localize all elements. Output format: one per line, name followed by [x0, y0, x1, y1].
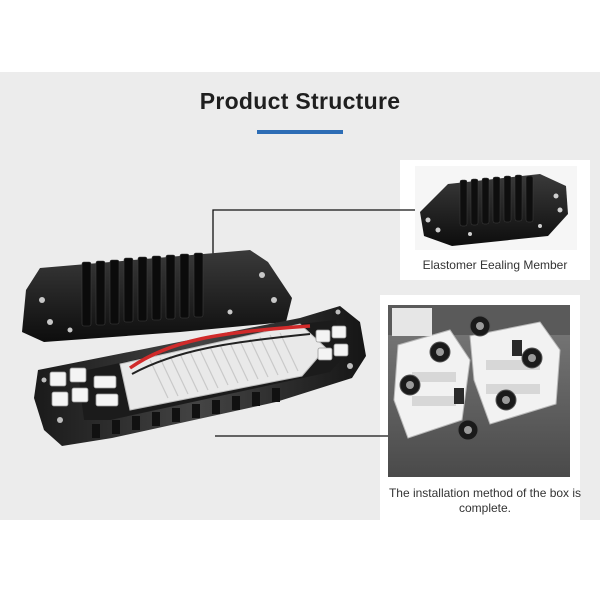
detail-image-installation: [388, 305, 570, 477]
closure-base: [34, 306, 366, 446]
callout-label-installation: The installation method of the box is co…: [388, 486, 582, 515]
callout-leader-top: [212, 209, 415, 258]
title-underline: [257, 130, 343, 134]
closure-lid: [22, 250, 292, 342]
callout-label-sealing: Elastomer Eealing Member: [422, 258, 568, 272]
page-title: Product Structure: [199, 88, 401, 114]
detail-image-sealing-member: [415, 166, 577, 250]
